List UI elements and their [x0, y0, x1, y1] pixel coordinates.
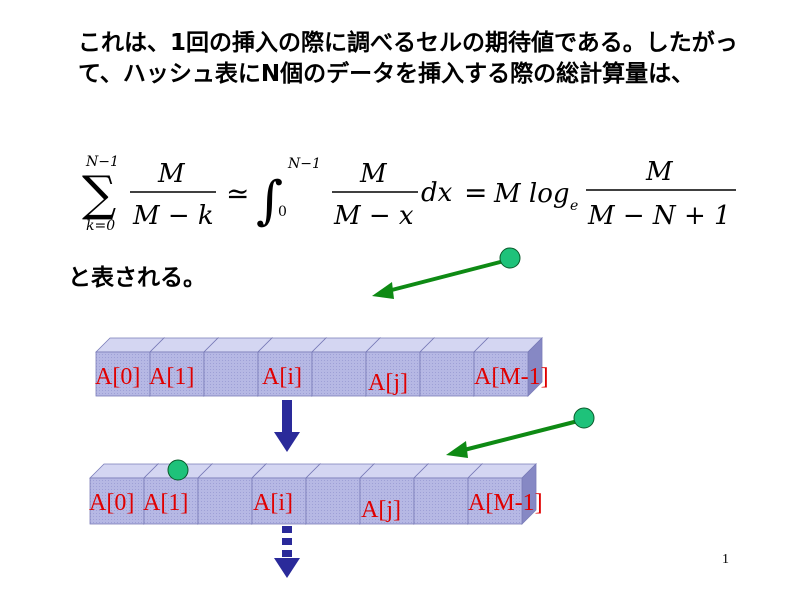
- cell-label: A[j]: [368, 370, 408, 396]
- array-cell: [473, 337, 543, 397]
- data-ball-bottom: [573, 407, 595, 429]
- equals-sign: =: [464, 176, 487, 209]
- integral-lower-limit: 0: [278, 204, 287, 220]
- cell-front-face: [311, 351, 367, 397]
- fraction3-denominator: M − N + 1: [587, 201, 731, 231]
- dashed-arrow-seg-3: [282, 550, 292, 557]
- array-cell: [467, 463, 537, 525]
- cell-label: A[1]: [149, 364, 194, 390]
- cell-front-face: [251, 477, 307, 525]
- cell-label: A[0]: [89, 490, 134, 516]
- dashed-arrow-head: [274, 558, 300, 578]
- top-array-row: A[0] A[1] A[i] A[j] A[M-1]: [95, 337, 549, 397]
- sum-sign: ∑: [82, 166, 116, 222]
- placed-ball: [167, 459, 189, 481]
- integral-upper-limit: N−1: [287, 156, 321, 172]
- insert-arrow-bottom: [459, 418, 583, 453]
- page-number: 1: [722, 552, 729, 567]
- fraction3-numerator: M: [645, 157, 674, 187]
- sum-upper-limit: N−1: [85, 154, 119, 170]
- cell-label: A[M-1]: [474, 364, 549, 390]
- cell-front-face: [413, 477, 469, 525]
- cell-front-face: [419, 351, 475, 397]
- cell-front-face: [197, 477, 253, 525]
- fraction1-denominator: M − k: [132, 201, 214, 231]
- m-log-term: M log: [493, 179, 570, 209]
- integral-sign: ∫: [256, 171, 283, 231]
- log-base: e: [570, 198, 578, 214]
- cell-front-face: [89, 477, 145, 525]
- cell-front-face: [305, 477, 361, 525]
- cell-front-face: [203, 351, 259, 397]
- intro-paragraph: これは、1回の挿入の際に調べるセルの期待値である。したがって、ハッシュ表にN個の…: [78, 30, 738, 87]
- insert-arrow-top: [383, 258, 509, 294]
- cell-label: A[1]: [143, 490, 188, 516]
- cell-label: A[j]: [361, 497, 401, 523]
- down-arrow-shaft: [282, 400, 292, 434]
- bottom-array-row: A[0] A[1] A[i] A[j] A[M-1]: [89, 463, 543, 525]
- sum-lower-limit: k=0: [86, 218, 115, 234]
- fraction1-numerator: M: [157, 159, 186, 189]
- insert-arrow-top-head: [372, 282, 394, 299]
- differential-dx: dx: [421, 178, 453, 208]
- cell-front-face: [359, 477, 415, 525]
- fraction2-numerator: M: [359, 159, 388, 189]
- fraction2-denominator: M − x: [333, 201, 414, 231]
- conclusion-text: と表される。: [68, 265, 206, 291]
- cell-front-face: [149, 351, 205, 397]
- expected-cost-formula: N−1 ∑ k=0 M M − k ≃ ∫ N−1 0 M M − x dx =…: [82, 154, 736, 234]
- cell-front-face: [365, 351, 421, 397]
- cell-label: A[i]: [253, 490, 293, 516]
- cell-front-face: [467, 477, 523, 525]
- cell-front-face: [257, 351, 313, 397]
- dashed-arrow-seg-2: [282, 538, 292, 545]
- cell-front-face: [95, 351, 151, 397]
- cell-label: A[0]: [95, 364, 140, 390]
- insert-arrow-bottom-head: [446, 441, 468, 458]
- cell-front-face: [473, 351, 529, 397]
- data-ball-top: [499, 247, 521, 269]
- cell-front-face: [143, 477, 199, 525]
- cell-label: A[i]: [262, 364, 302, 390]
- down-arrow-head: [274, 432, 300, 452]
- approx-sign: ≃: [226, 177, 249, 210]
- dashed-arrow-seg-1: [282, 526, 292, 533]
- cell-label: A[M-1]: [468, 490, 543, 516]
